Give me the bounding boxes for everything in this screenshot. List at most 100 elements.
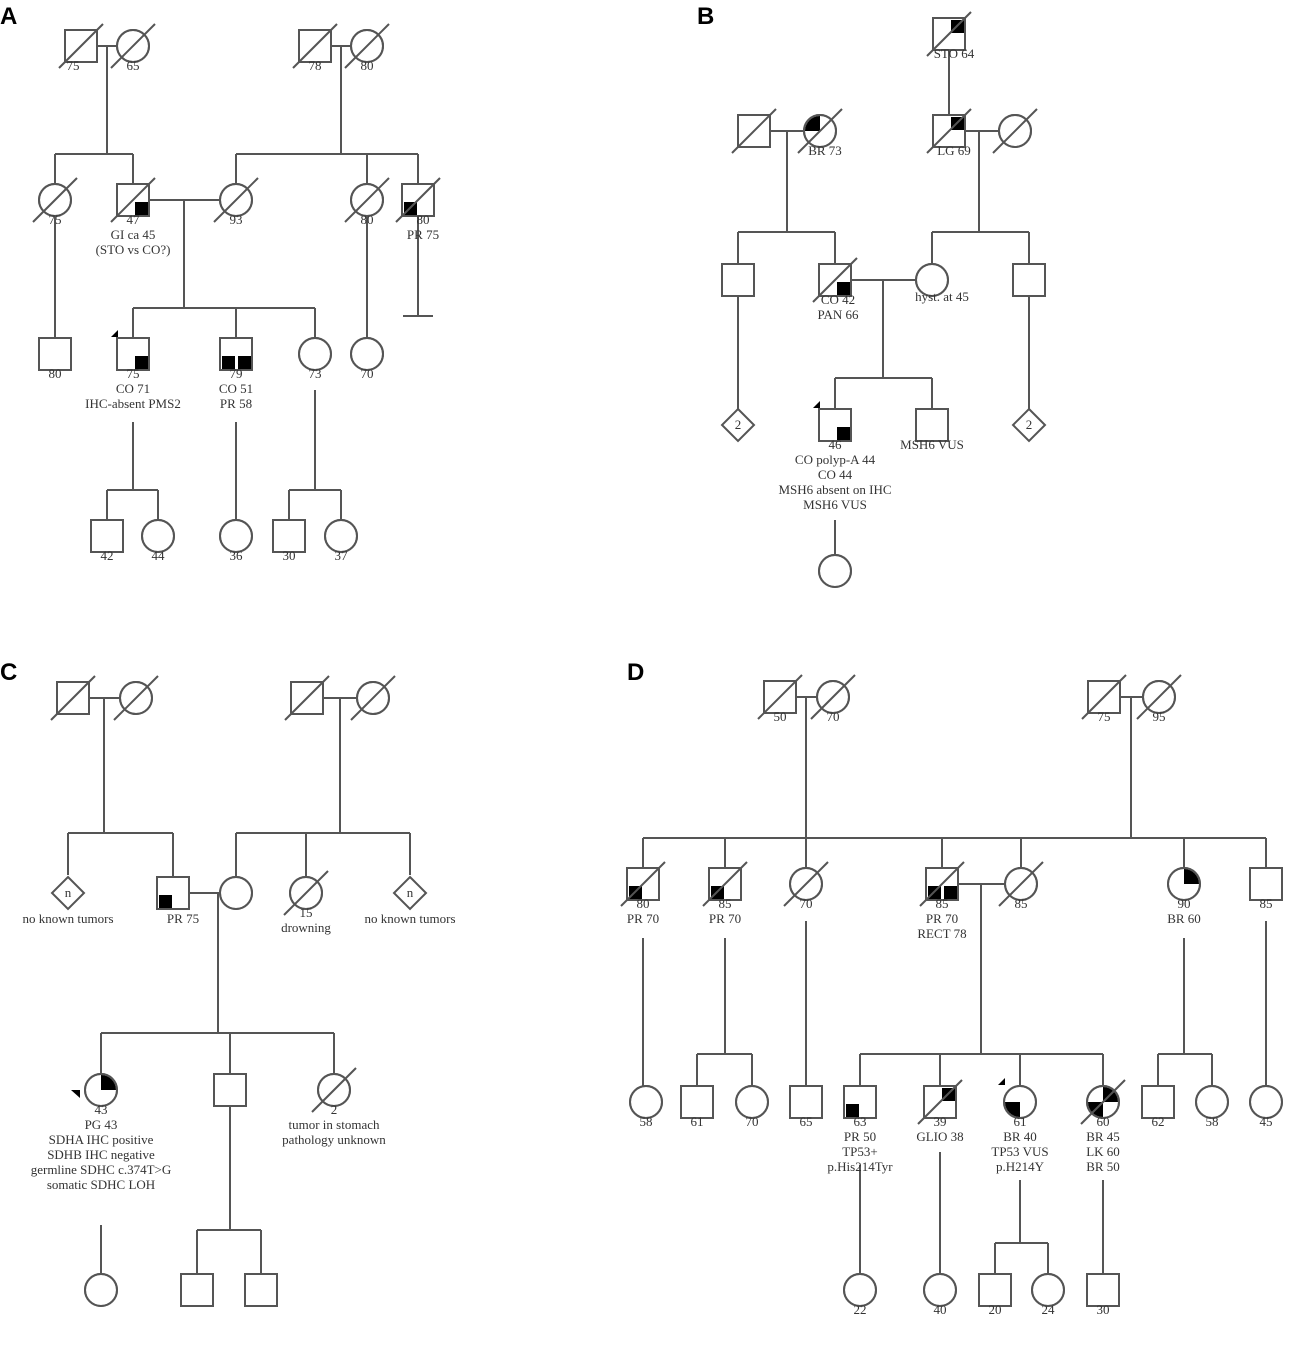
person-label: PAN 66 xyxy=(817,307,859,322)
symbol-outline xyxy=(180,1273,214,1307)
person-d19 xyxy=(1080,1079,1126,1125)
symbol-outline xyxy=(629,1085,663,1119)
person-label: 40 xyxy=(934,1302,947,1317)
deceased-slash xyxy=(350,675,396,721)
symbol-outline xyxy=(1086,1273,1120,1307)
deceased-slash xyxy=(797,108,843,154)
person-c11 xyxy=(213,1073,247,1107)
person-label: germline SDHC c.374T>G xyxy=(31,1162,172,1177)
person-label: LK 60 xyxy=(1086,1144,1120,1159)
sibship-count: 2 xyxy=(735,417,742,432)
proband-arrow xyxy=(813,401,820,408)
symbol-outline xyxy=(317,1073,351,1107)
person-a2 xyxy=(110,23,156,69)
symbol-outline xyxy=(923,1273,957,1307)
person-label: 42 xyxy=(101,548,114,563)
panel-label-d: D xyxy=(627,659,644,686)
person-label: p.H214Y xyxy=(996,1159,1045,1174)
person-label: 80 xyxy=(361,58,374,73)
person-label: 85 xyxy=(1015,896,1028,911)
person-label: TP53 VUS xyxy=(991,1144,1048,1159)
symbol-outline xyxy=(1031,1273,1065,1307)
person-label: PR 58 xyxy=(220,396,252,411)
person-d22 xyxy=(1249,1085,1283,1119)
symbol-outline xyxy=(923,1085,957,1119)
male-square xyxy=(1086,1273,1120,1307)
deceased-slash xyxy=(113,675,159,721)
deceased-slash xyxy=(702,861,748,907)
person-label: 45 xyxy=(1260,1114,1273,1129)
panel-label-b: B xyxy=(697,3,714,30)
symbol-outline xyxy=(932,17,966,51)
deceased-slash xyxy=(992,108,1038,154)
person-b4 xyxy=(926,108,972,154)
symbol-outline xyxy=(56,681,90,715)
symbol-outline xyxy=(38,337,72,371)
person-b1 xyxy=(926,11,972,57)
deceased-slash xyxy=(110,177,156,223)
affected-quadrant xyxy=(135,202,148,215)
person-label: TP53+ xyxy=(842,1144,878,1159)
affected-quadrant xyxy=(805,116,820,131)
person-label: drowning xyxy=(281,920,331,935)
person-d14 xyxy=(735,1085,769,1119)
person-label: IHC-absent PMS2 xyxy=(85,396,181,411)
male-square xyxy=(213,1073,247,1107)
person-a12 xyxy=(219,337,253,371)
symbol-outline xyxy=(213,1073,247,1107)
person-label: PR 70 xyxy=(926,911,958,926)
symbol-outline xyxy=(1141,1085,1175,1119)
affected-quadrant xyxy=(1184,869,1199,884)
symbol-outline xyxy=(1086,1085,1120,1119)
person-b2 xyxy=(731,108,777,154)
deceased-slash xyxy=(1080,1079,1126,1125)
symbol-outline xyxy=(1195,1085,1229,1119)
symbol-outline xyxy=(818,408,852,442)
proband-arrow xyxy=(111,330,118,337)
person-d12 xyxy=(629,1085,663,1119)
person-label: somatic SDHC LOH xyxy=(47,1177,155,1192)
symbol-outline xyxy=(626,867,660,901)
person-label: 85 xyxy=(719,896,732,911)
symbol-outline xyxy=(925,867,959,901)
deceased-slash xyxy=(344,23,390,69)
affected-quadrant xyxy=(135,356,148,369)
symbol-outline xyxy=(737,114,771,148)
person-a17 xyxy=(219,519,253,553)
person-label: 85 xyxy=(936,896,949,911)
person-b8 xyxy=(915,263,949,297)
panel-label-c: C xyxy=(0,659,17,686)
deceased-slash xyxy=(283,870,329,916)
person-label: 30 xyxy=(283,548,296,563)
deceased-slash xyxy=(110,23,156,69)
person-label: BR 73 xyxy=(808,143,842,158)
unknown-sex-diamond xyxy=(392,875,428,911)
male-square xyxy=(180,1273,214,1307)
person-d15 xyxy=(789,1085,823,1119)
person-label: 78 xyxy=(309,58,322,73)
person-d18 xyxy=(998,1078,1037,1119)
person-label: 93 xyxy=(230,212,243,227)
symbol-outline xyxy=(1167,867,1201,901)
person-label: CO polyp-A 44 xyxy=(795,452,876,467)
person-label: 70 xyxy=(361,366,374,381)
unknown-sex-diamond xyxy=(50,875,86,911)
affected-quadrant xyxy=(1005,1102,1020,1117)
person-a9 xyxy=(395,177,441,223)
deceased-slash xyxy=(998,861,1044,907)
person-a11 xyxy=(111,330,150,371)
deceased-slash xyxy=(32,177,78,223)
person-c8 xyxy=(283,870,329,916)
person-label: 47 xyxy=(127,212,141,227)
sibship-count: n xyxy=(65,885,72,900)
symbol-outline xyxy=(116,183,150,217)
symbol-outline xyxy=(915,263,949,297)
deceased-slash xyxy=(395,177,441,223)
symbol-outline xyxy=(219,876,253,910)
person-label: 58 xyxy=(1206,1114,1219,1129)
symbol-outline xyxy=(272,519,306,553)
male-square xyxy=(721,263,755,297)
pedigree-lines xyxy=(54,45,1267,1274)
person-c5: n xyxy=(50,875,86,911)
